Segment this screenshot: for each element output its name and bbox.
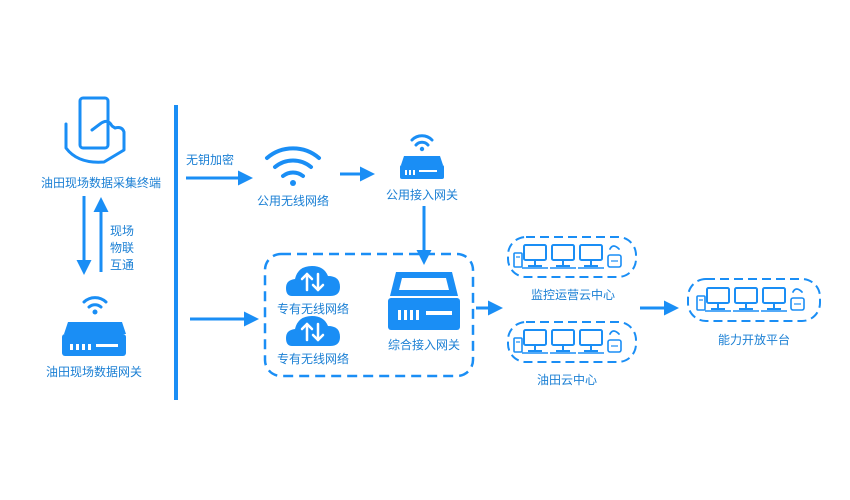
public-gateway-label: 公用接入网关 bbox=[385, 188, 459, 202]
phone-hand-icon bbox=[64, 96, 126, 164]
public-gateway-icon bbox=[400, 134, 444, 179]
open-platform-label: 能力开放平台 bbox=[717, 333, 791, 347]
iot-label-3: 互通 bbox=[110, 258, 135, 272]
iot-label-1: 现场 bbox=[110, 224, 135, 238]
field-gateway-label: 油田现场数据网关 bbox=[45, 365, 143, 379]
integrated-gateway-label: 综合接入网关 bbox=[387, 338, 461, 352]
terminal-label: 油田现场数据采集终端 bbox=[40, 176, 162, 190]
workstations-icon bbox=[696, 287, 805, 312]
server-icon bbox=[388, 272, 460, 330]
cloud-icon bbox=[286, 266, 340, 296]
public-wifi-label: 公用无线网络 bbox=[256, 194, 330, 208]
keyless-label: 无钥加密 bbox=[186, 153, 235, 167]
workstations-icon bbox=[513, 329, 622, 354]
monitor-center-box bbox=[507, 236, 637, 278]
workstations-icon bbox=[513, 244, 622, 269]
wifi-icon bbox=[265, 146, 321, 186]
private-net-label-1: 专有无线网络 bbox=[276, 302, 350, 316]
oilfield-cloud-label: 油田云中心 bbox=[536, 373, 598, 387]
field-gateway-icon bbox=[62, 296, 126, 356]
private-network-box bbox=[263, 252, 475, 378]
cloud-icon bbox=[286, 316, 340, 346]
private-net-label-2: 专有无线网络 bbox=[276, 352, 350, 366]
oilfield-cloud-box bbox=[507, 321, 637, 363]
monitor-center-label: 监控运营云中心 bbox=[530, 288, 616, 302]
open-platform-box bbox=[687, 278, 821, 322]
iot-label-2: 物联 bbox=[110, 241, 135, 255]
